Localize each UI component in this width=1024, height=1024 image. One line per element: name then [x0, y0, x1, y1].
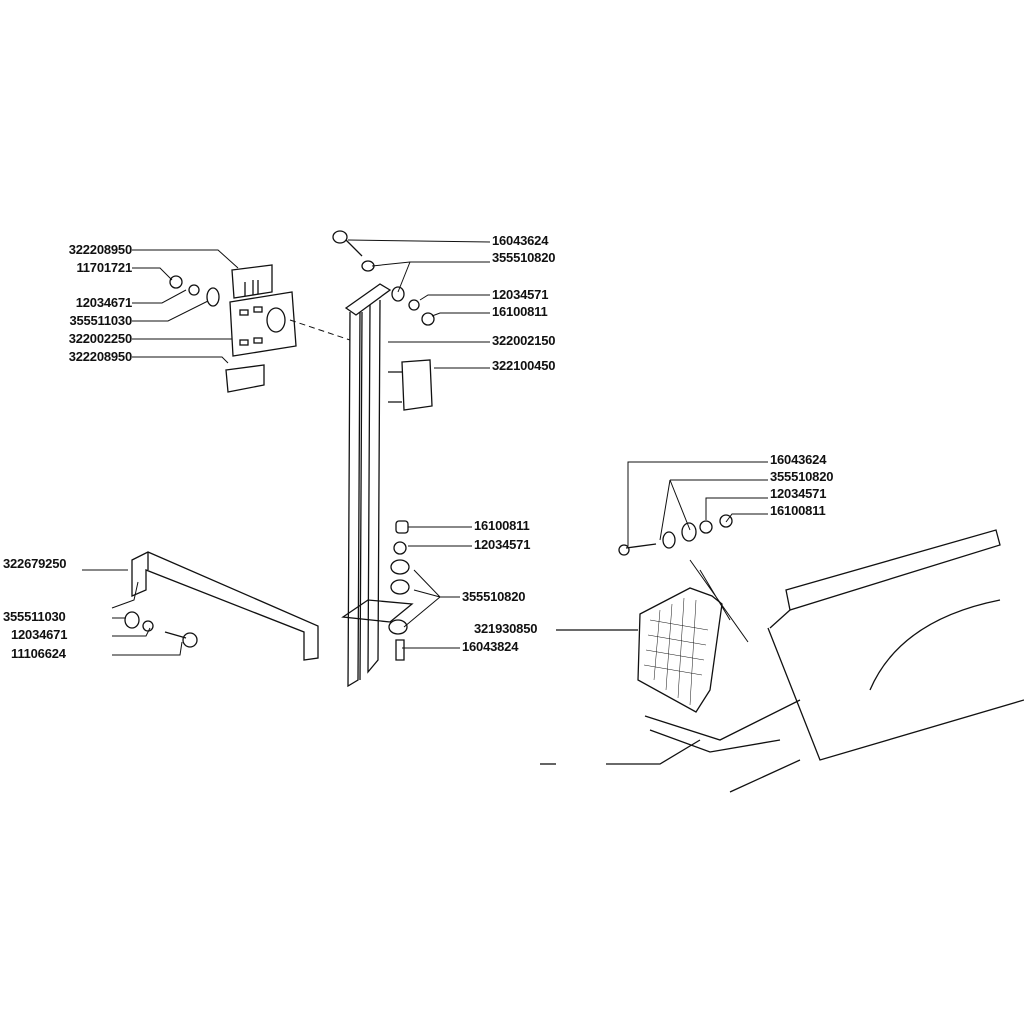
clamp-block — [388, 359, 433, 411]
part-label: 322100450 — [492, 358, 556, 373]
part-label: 12034571 — [492, 287, 549, 302]
part-label: 16043624 — [770, 452, 827, 467]
fasteners-middle — [388, 520, 410, 661]
part-label: 16043824 — [462, 639, 519, 654]
washers-top — [361, 260, 435, 326]
nut-washer-left — [169, 275, 220, 307]
floor-mat-321930850 — [556, 587, 723, 713]
part-label: 322002150 — [492, 333, 556, 348]
leader-lines-top-right — [347, 239, 491, 369]
part-label: 321930850 — [474, 621, 538, 636]
part-label: 355510820 — [770, 469, 834, 484]
spacer-plate-top — [231, 264, 273, 299]
part-label: 11106624 — [11, 646, 66, 661]
leader-lines-left — [132, 249, 351, 364]
part-label: 355511030 — [3, 609, 66, 624]
bracket-322679250 — [131, 551, 319, 661]
part-label: 16100811 — [492, 304, 548, 319]
part-label: 12034571 — [770, 486, 827, 501]
fender-and-step — [540, 529, 1024, 793]
part-label: 322679250 — [3, 556, 67, 571]
part-label: 355510820 — [492, 250, 556, 265]
mounting-plate — [229, 291, 297, 357]
part-label: 355511030 — [69, 313, 132, 328]
part-label: 16043624 — [492, 233, 549, 248]
part-label: 16100811 — [474, 518, 530, 533]
part-label: 12034671 — [75, 295, 132, 310]
part-label: 12034671 — [11, 627, 68, 642]
part-label: 16100811 — [770, 503, 826, 518]
fasteners-right — [618, 514, 733, 556]
part-label: 322208950 — [68, 242, 132, 257]
part-label: 322002250 — [68, 331, 132, 346]
leader-lines-middle — [402, 526, 472, 649]
fasteners-bracket — [124, 611, 198, 648]
bolt-top — [332, 230, 363, 257]
part-label: 12034571 — [474, 537, 531, 552]
part-label: 355510820 — [462, 589, 526, 604]
part-label: 11701721 — [76, 260, 132, 275]
vertical-post — [341, 283, 414, 688]
leader-lines-right — [627, 461, 768, 643]
spacer-plate-bottom — [225, 364, 265, 393]
part-label: 322208950 — [68, 349, 132, 364]
